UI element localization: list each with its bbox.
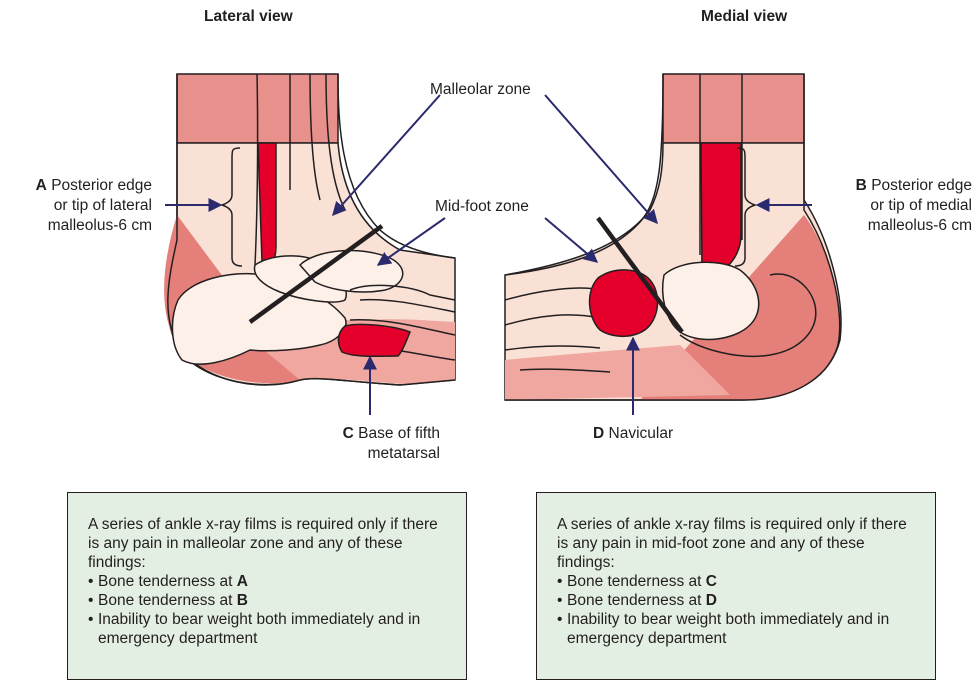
- label-a-line1: Posterior edge: [51, 177, 152, 194]
- box-intro: A series of ankle x-ray films is require…: [557, 516, 907, 571]
- label-d-letter: D: [593, 425, 605, 442]
- box-intro: A series of ankle x-ray films is require…: [88, 516, 438, 571]
- lateral-foot: [164, 73, 456, 386]
- midfoot-zone-label: Mid-foot zone: [435, 198, 529, 215]
- label-d-text: Navicular: [608, 425, 674, 442]
- list-item: Inability to bear weight both immediatel…: [88, 610, 452, 648]
- label-b-line1: Posterior edge: [871, 177, 972, 194]
- arrow-midfoot-lateral: [376, 217, 446, 266]
- label-b: B Posterior edge or tip of medial malleo…: [824, 176, 972, 236]
- arrow-malleolar-lateral: [332, 94, 441, 217]
- list-item: Bone tenderness at A: [88, 572, 452, 591]
- medial-leg-upper: [662, 73, 805, 144]
- medial-zone-line: [596, 216, 684, 334]
- label-c: C Base of fifth metatarsal: [300, 424, 440, 464]
- arrow-midfoot-medial: [544, 217, 599, 263]
- medial-view-title: Medial view: [701, 8, 788, 25]
- label-b-line2: or tip of medial: [870, 197, 972, 214]
- malleolar-criteria-box: A series of ankle x-ray films is require…: [67, 492, 467, 680]
- list-item: Bone tenderness at D: [557, 591, 921, 610]
- midfoot-criteria-box: A series of ankle x-ray films is require…: [536, 492, 936, 680]
- malleolar-zone-label: Malleolar zone: [430, 81, 531, 98]
- label-c-line1: Base of fifth: [358, 425, 440, 442]
- medial-foot: [504, 73, 842, 401]
- label-a-line3: malleolus-6 cm: [47, 217, 152, 234]
- label-a-line2: or tip of lateral: [53, 197, 152, 214]
- label-c-letter: C: [342, 425, 354, 442]
- label-a: A Posterior edge or tip of lateral malle…: [8, 176, 152, 236]
- medial-skin-mid: [505, 345, 730, 400]
- list-item: Bone tenderness at C: [557, 572, 921, 591]
- lateral-fifth-metatarsal-highlight: [337, 323, 411, 358]
- medial-malleolus-highlight: [700, 142, 742, 277]
- list-item: Bone tenderness at B: [88, 591, 452, 610]
- medial-navicular-highlight: [588, 269, 659, 337]
- label-c-line2: metatarsal: [367, 445, 440, 462]
- label-b-letter: B: [855, 177, 867, 194]
- lateral-view-title: Lateral view: [204, 8, 293, 25]
- list-item: Inability to bear weight both immediatel…: [557, 610, 921, 648]
- lateral-zone-line: [248, 224, 384, 324]
- medial-brace: [734, 147, 758, 267]
- label-d: D Navicular: [593, 424, 673, 444]
- arrow-malleolar-medial: [544, 94, 658, 225]
- findings-list: Bone tenderness at A Bone tenderness at …: [88, 572, 452, 648]
- label-b-line3: malleolus-6 cm: [867, 217, 972, 234]
- findings-list: Bone tenderness at C Bone tenderness at …: [557, 572, 921, 648]
- label-a-letter: A: [35, 177, 47, 194]
